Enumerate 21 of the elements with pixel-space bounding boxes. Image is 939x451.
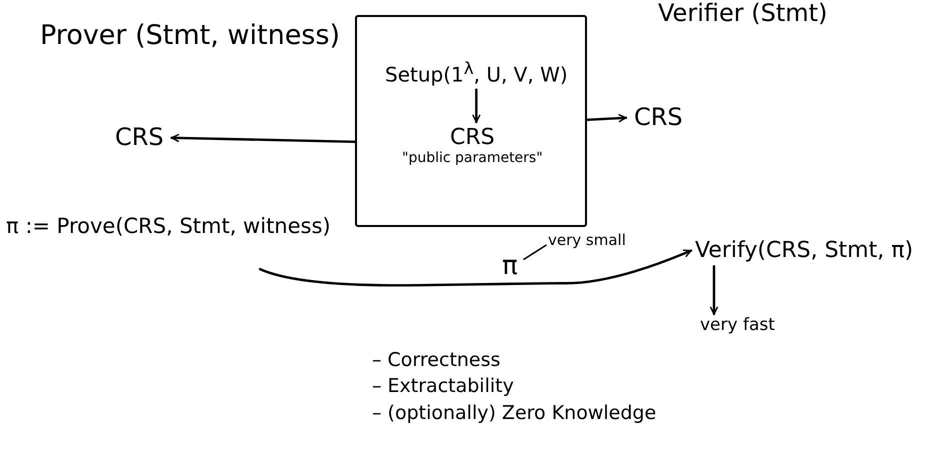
setup-box (355, 15, 587, 227)
role-heading: Prover (Stmt, witness) (40, 20, 340, 52)
arrow (710, 265, 718, 316)
arrow (472, 88, 481, 124)
arrow (258, 249, 692, 287)
property-item: – (optionally) Zero Knowledge (372, 403, 656, 425)
output-text: CRS (634, 104, 683, 132)
arrow (170, 134, 356, 143)
leader-line (523, 244, 547, 260)
role-heading: Verifier (Stmt) (658, 0, 828, 28)
output-text: CRS (115, 124, 164, 152)
function-call-text: Setup(1$^{λ}$, U, V, W) (385, 59, 568, 87)
note-text: very fast (700, 316, 775, 336)
function-call-text: Verify(CRS, Stmt, π) (695, 238, 914, 264)
property-item: – Extractability (372, 376, 514, 398)
function-call-text: π := Prove(CRS, Stmt, witness) (6, 214, 331, 238)
property-item: – Correctness (372, 350, 500, 372)
output-text: CRS (450, 125, 496, 150)
note-text: "public parameters" (402, 150, 543, 166)
arrow (586, 114, 628, 122)
annotation-text: very small (548, 232, 626, 250)
